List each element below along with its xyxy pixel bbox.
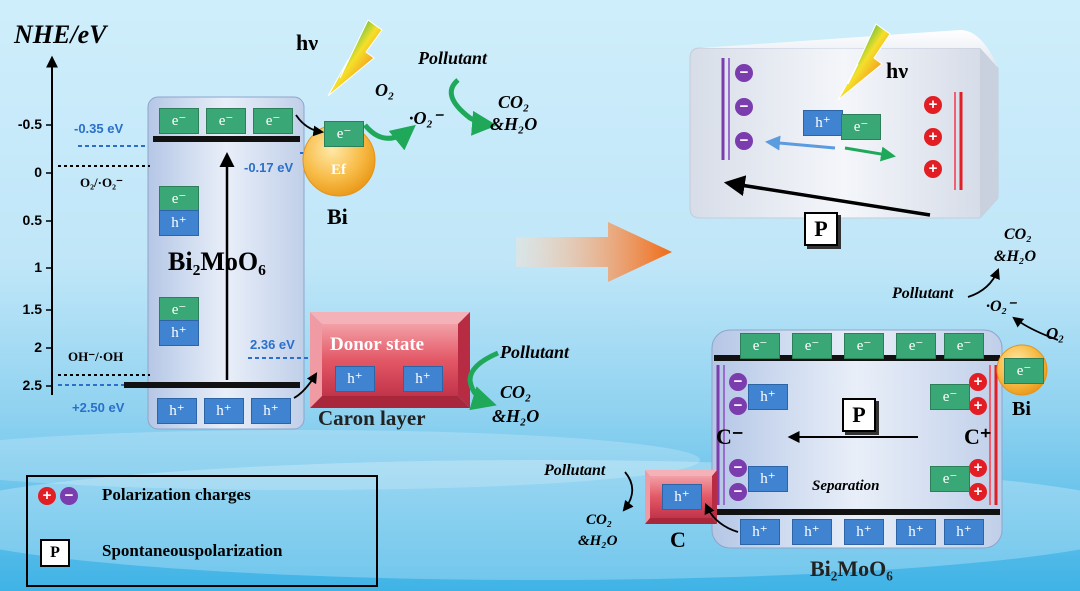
electron: e⁻ — [792, 333, 832, 359]
fermi-level-label: Ef — [331, 162, 346, 178]
electron: e⁻ — [896, 333, 936, 359]
legend-p-symbol: P — [40, 539, 70, 567]
hole: h⁺ — [944, 519, 984, 545]
hole: h⁺ — [844, 519, 884, 545]
negative-charge: − — [729, 459, 747, 477]
positive-charge: + — [969, 459, 987, 477]
superoxide-label: ·O₂⁻ — [986, 298, 1016, 315]
hole: h⁺ — [792, 519, 832, 545]
positive-charge: + — [38, 487, 56, 505]
positive-charge: + — [924, 128, 942, 146]
hv-label: hν — [296, 30, 319, 55]
axis-tick: 2 — [34, 339, 42, 355]
legend-polarization-charges: Polarization charges — [102, 485, 251, 504]
o2-label: O₂ — [375, 80, 395, 100]
negative-charge: − — [735, 98, 753, 116]
electron: e⁻ — [844, 333, 884, 359]
electron: e⁻ — [930, 466, 970, 492]
donor-potential-label: 2.36 eV — [250, 337, 295, 352]
positive-charge: + — [969, 397, 987, 415]
bi2moo6-label: Bi₂MoO₆ — [810, 556, 893, 581]
electron: e⁻ — [159, 297, 199, 323]
hv-label: hν — [886, 58, 909, 83]
axis-tick: 0 — [34, 164, 42, 180]
hole: h⁺ — [896, 519, 936, 545]
hole: h⁺ — [803, 110, 843, 136]
h2o-label: &H₂O — [994, 248, 1037, 265]
hole: h⁺ — [335, 366, 375, 392]
electron: e⁻ — [159, 186, 199, 212]
axis-tick: 2.5 — [22, 377, 42, 393]
h2o-label: &H₂O — [490, 114, 538, 134]
separation-label: Separation — [812, 478, 880, 494]
h2o-label: &H₂O — [578, 533, 618, 549]
h2o-label: &H₂O — [492, 406, 540, 426]
positive-charge: + — [969, 483, 987, 501]
electron: e⁻ — [930, 384, 970, 410]
negative-charge: − — [729, 373, 747, 391]
c-plus-label: C⁺ — [964, 424, 992, 449]
electron: e⁻ — [1004, 358, 1044, 384]
bi-label: Bi — [1012, 398, 1031, 420]
fermi-potential-label: -0.17 eV — [244, 160, 294, 175]
axis-tick: -0.5 — [17, 116, 42, 132]
electron: e⁻ — [944, 333, 984, 359]
cb-potential-label: -0.35 eV — [74, 121, 124, 136]
co2-label: CO₂ — [498, 92, 530, 112]
pollutant-label: Pollutant — [418, 48, 488, 68]
polarization-p-symbol: P — [842, 398, 876, 432]
oh-couple-label: OH⁻/·OH — [68, 349, 124, 364]
hole: h⁺ — [740, 519, 780, 545]
electron: e⁻ — [324, 121, 364, 147]
carbon-layer-label: Caron layer — [318, 406, 426, 430]
axis-tick: 0.5 — [22, 212, 42, 228]
negative-charge: − — [60, 487, 78, 505]
co2-label: CO₂ — [1004, 226, 1032, 243]
hole: h⁺ — [662, 484, 702, 510]
negative-charge: − — [729, 483, 747, 501]
hole: h⁺ — [157, 398, 197, 424]
legend-spontaneous-polarization: Spontaneouspolarization — [102, 541, 283, 560]
pollutant-label: Pollutant — [544, 462, 606, 479]
polarization-p-symbol: P — [804, 212, 838, 246]
axis-title: NHE/eV — [14, 20, 107, 49]
positive-charge: + — [969, 373, 987, 391]
negative-charge: − — [729, 397, 747, 415]
c-minus-label: C⁻ — [716, 424, 744, 449]
vb-potential-label: +2.50 eV — [72, 400, 125, 415]
hole: h⁺ — [403, 366, 443, 392]
axis-tick: 1.5 — [22, 301, 42, 317]
pollutant-label: Pollutant — [892, 285, 954, 302]
electron: e⁻ — [206, 108, 246, 134]
donor-state-label: Donor state — [330, 334, 425, 355]
electron: e⁻ — [253, 108, 293, 134]
superoxide-label: ·O₂⁻ — [409, 108, 443, 128]
co2-label: CO₂ — [500, 382, 532, 402]
hole: h⁺ — [204, 398, 244, 424]
negative-charge: − — [735, 64, 753, 82]
hole: h⁺ — [159, 210, 199, 236]
hole: h⁺ — [748, 466, 788, 492]
pollutant-label: Pollutant — [500, 342, 570, 362]
bi2moo6-label: Bi₂MoO₆ — [168, 247, 266, 276]
co2-label: CO₂ — [586, 512, 613, 528]
positive-charge: + — [924, 160, 942, 178]
axis-tick: 1 — [34, 259, 42, 275]
c-label: C — [670, 527, 686, 552]
positive-charge: + — [924, 96, 942, 114]
hole: h⁺ — [159, 320, 199, 346]
o2-couple-label: O₂/·O₂⁻ — [80, 175, 123, 190]
bi-label: Bi — [327, 204, 348, 229]
legend: + − Polarization charges P Spontaneouspo… — [26, 475, 378, 587]
negative-charge: − — [735, 132, 753, 150]
hole: h⁺ — [748, 384, 788, 410]
electron: e⁻ — [740, 333, 780, 359]
electron: e⁻ — [841, 114, 881, 140]
electron: e⁻ — [159, 108, 199, 134]
hole: h⁺ — [251, 398, 291, 424]
o2-label: O₂ — [1046, 324, 1065, 343]
